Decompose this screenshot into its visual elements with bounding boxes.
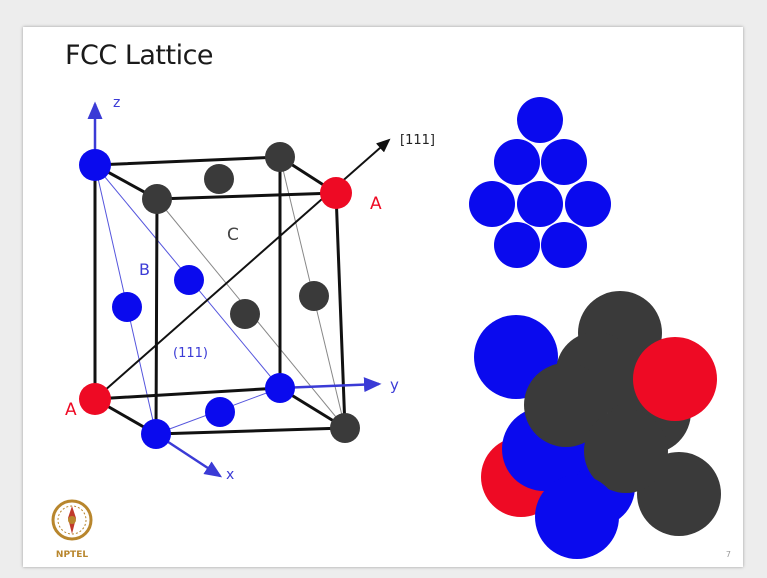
slide: FCC Lattice — [23, 27, 743, 567]
atom-b-front-face — [174, 265, 204, 295]
slide-title: FCC Lattice — [65, 40, 214, 71]
close-packed-layer — [469, 97, 611, 268]
layer-b-label: B — [139, 260, 150, 279]
atom-c-top-back — [265, 142, 295, 172]
layer-a-label-right: A — [370, 194, 382, 214]
atom-b-top-corner — [79, 149, 111, 181]
atom-c-bottom-corner — [330, 413, 360, 443]
atom-a-far-corner — [320, 177, 352, 209]
atom-b-y-corner — [265, 373, 295, 403]
nptel-emblem-icon — [51, 499, 93, 541]
nptel-logo: NPTEL — [47, 492, 97, 562]
atom-b-x-corner — [141, 419, 171, 449]
atom-b-left-face — [112, 292, 142, 322]
atom-c-right-face — [299, 281, 329, 311]
atom-a-origin — [79, 383, 111, 415]
atom-c-front-top — [142, 184, 172, 214]
atom-c-interior — [230, 299, 260, 329]
x-axis-label: x — [226, 467, 234, 483]
direction-111-label: [111] — [400, 133, 435, 148]
y-axis-label: y — [390, 376, 399, 394]
abc-stacking-cluster — [474, 291, 721, 559]
layer-c-label: C — [227, 225, 239, 245]
nptel-logo-text: NPTEL — [55, 550, 89, 560]
plane-111-label: (111) — [173, 346, 208, 361]
fcc-diagram: z y x [111] (111) A A B C — [65, 95, 721, 559]
y-axis-arrow — [279, 377, 382, 393]
atom-b-bottom-face — [205, 397, 235, 427]
layer-a-label-left: A — [65, 400, 77, 420]
page-number: 7 — [725, 550, 731, 559]
z-axis-label: z — [113, 95, 120, 111]
atom-c-top-face — [204, 164, 234, 194]
